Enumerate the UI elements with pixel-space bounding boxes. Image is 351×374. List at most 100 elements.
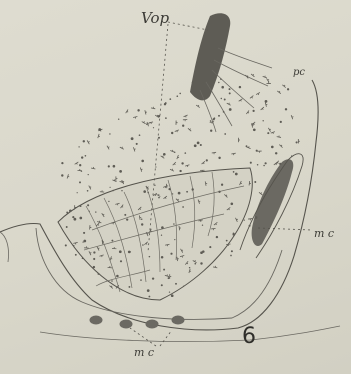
cell-mark [107, 146, 109, 150]
cell-mark [210, 120, 211, 121]
cell-mark [229, 92, 231, 94]
cell-mark [296, 141, 298, 143]
cell-mark [224, 133, 226, 135]
cell-mark [81, 156, 83, 158]
cell-mark [200, 144, 202, 146]
cell-mark [246, 110, 249, 114]
cell-mark [152, 277, 154, 279]
cell-mark [170, 150, 174, 152]
cell-mark [108, 201, 109, 202]
cell-mark [268, 128, 270, 132]
cell-mark [291, 155, 292, 156]
cell-mark [133, 147, 135, 151]
cell-mark [287, 88, 289, 90]
cell-mark [128, 251, 131, 254]
cell-mark [202, 161, 205, 164]
cell-mark [170, 169, 174, 171]
cell-mark [171, 132, 173, 134]
cell-mark [250, 96, 253, 99]
cell-mark [221, 86, 224, 89]
cell-mark [285, 108, 287, 110]
cell-mark [172, 193, 173, 194]
cell-mark [200, 262, 202, 264]
cell-mark [173, 162, 176, 165]
cell-mark [80, 205, 82, 207]
cell-mark [119, 250, 122, 253]
cell-mark [271, 132, 275, 134]
cell-mark [168, 277, 170, 279]
cell-mark [141, 160, 144, 163]
cell-mark [176, 120, 178, 124]
cell-mark [69, 209, 72, 212]
cell-mark [252, 110, 254, 112]
cell-mark [182, 206, 184, 208]
cell-mark [85, 155, 87, 157]
cell-mark [61, 174, 63, 176]
cell-mark [202, 250, 205, 253]
cell-mark [147, 192, 149, 194]
cell-mark [98, 128, 101, 131]
cell-mark [183, 286, 184, 287]
cell-mark [73, 245, 75, 247]
cell-mark [155, 166, 156, 167]
cell-mark [95, 211, 96, 212]
cell-mark [257, 164, 259, 166]
cell-mark [168, 188, 170, 190]
cell-mark [200, 96, 202, 98]
cell-mark [67, 174, 69, 178]
cell-mark [109, 286, 112, 289]
cell-mark [174, 239, 175, 240]
cell-mark [140, 168, 142, 172]
cell-mark [165, 117, 167, 119]
cell-mark [66, 226, 68, 228]
cell-mark [158, 197, 160, 199]
cell-mark [149, 122, 153, 124]
cell-mark [98, 134, 100, 138]
cell-mark [78, 146, 79, 147]
cell-mark [251, 74, 254, 77]
cell-mark [276, 161, 279, 164]
cell-mark [223, 111, 225, 113]
cell-mark [179, 93, 181, 95]
cell-mark [233, 233, 235, 235]
nerve-bundle [190, 13, 230, 100]
cell-mark [124, 214, 126, 216]
cell-mark [148, 296, 150, 298]
cell-mark [231, 203, 234, 206]
cell-mark [109, 187, 110, 188]
cell-mark [120, 260, 122, 262]
cell-mark [218, 157, 220, 159]
cell-mark [213, 266, 217, 268]
cell-mark [185, 165, 189, 167]
cell-mark [177, 155, 179, 159]
cell-mark [131, 137, 134, 140]
cell-mark [209, 246, 211, 248]
cell-mark [183, 120, 187, 122]
cell-mark [139, 134, 141, 136]
cell-mark [250, 162, 252, 164]
cell-mark [87, 190, 89, 192]
cell-mark [256, 150, 258, 152]
cell-mark [244, 219, 245, 220]
cell-mark [88, 174, 89, 175]
cell-mark [226, 240, 228, 242]
bottom-cells [90, 316, 185, 329]
cell-mark [79, 217, 82, 220]
cell-mark [83, 232, 85, 234]
label-mc-right: m c [314, 227, 334, 240]
cell-mark [164, 103, 166, 105]
cell-mark [143, 190, 146, 193]
cell-mark [147, 289, 150, 292]
cell-mark [66, 212, 68, 214]
cell-mark [261, 107, 264, 110]
cell-mark [136, 143, 138, 145]
cell-mark [194, 144, 197, 147]
cell-mark [265, 162, 267, 164]
cell-mark [212, 152, 216, 154]
cell-mark [79, 181, 81, 183]
cell-mark [249, 225, 251, 227]
cell-mark [169, 291, 170, 292]
cell-mark [93, 266, 95, 268]
cell-mark [161, 235, 162, 236]
cell-mark [151, 107, 155, 109]
